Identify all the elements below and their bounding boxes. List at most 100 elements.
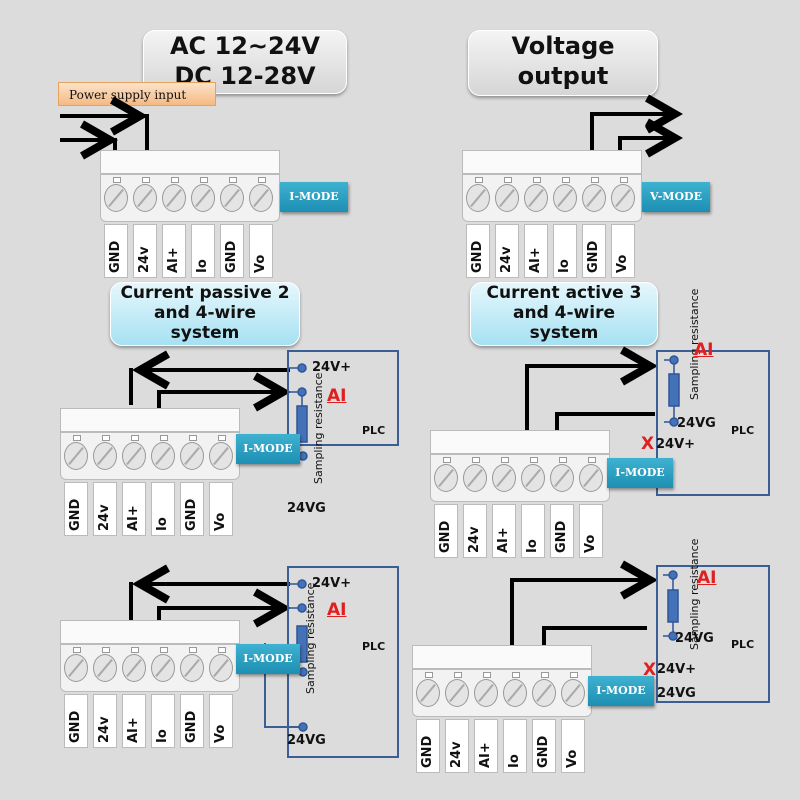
screw-terminal-icon — [64, 442, 88, 470]
screw-terminal-icon — [191, 184, 215, 212]
indicator-led — [570, 672, 578, 678]
indicator-led — [504, 177, 512, 183]
screw-terminal-icon — [503, 679, 527, 707]
caption-line: system — [170, 323, 240, 343]
screw-terminal-icon — [445, 679, 469, 707]
pin-label: GND — [224, 240, 239, 273]
indicator-led — [620, 177, 628, 183]
i-mode-badge: I-MODE — [236, 644, 300, 674]
v-plus-label: 24V+ — [312, 576, 352, 591]
x-mark-icon: X — [641, 434, 655, 454]
pin-4: GND — [550, 504, 574, 558]
screw-terminal-icon — [122, 654, 146, 682]
pin-0: GND — [434, 504, 458, 558]
plc-label: PLC — [362, 640, 386, 653]
pin-label: GND — [554, 520, 569, 553]
pin-4: GND — [582, 224, 606, 278]
screw-terminal-icon — [553, 184, 577, 212]
pin-label: 24v — [97, 716, 112, 743]
screw-terminal-icon — [524, 184, 548, 212]
indicator-led — [142, 177, 150, 183]
active1-wire-1 — [525, 366, 650, 430]
vout-wire-1 — [590, 114, 675, 152]
indicator-led — [73, 435, 81, 441]
caption-line: and 4-wire — [513, 303, 615, 323]
indicator-led — [530, 457, 538, 463]
pin-label: GND — [184, 498, 199, 531]
indicator-led — [588, 457, 596, 463]
indicator-led — [454, 672, 462, 678]
sampling-resistance-label: Sampling resistance — [312, 372, 325, 484]
screw-terminal-icon — [463, 464, 487, 492]
pin-label: Vo — [565, 749, 580, 768]
pin-label: GND — [536, 735, 551, 768]
caption-line: system — [529, 323, 599, 343]
i-mode-badge: I-MODE — [588, 676, 654, 706]
screw-terminal-icon — [220, 184, 244, 212]
pin-0: GND — [104, 224, 128, 278]
pin-label: Vo — [615, 254, 630, 273]
indicator-led — [189, 647, 197, 653]
x-mark-icon: X — [643, 660, 657, 680]
indicator-led — [501, 457, 509, 463]
pin-label: Vo — [213, 724, 228, 743]
indicator-led — [425, 672, 433, 678]
active2-wire-2 — [542, 626, 647, 645]
screw-terminal-icon — [180, 654, 204, 682]
v-ground-label: 24VG — [677, 416, 716, 431]
pin-4: GND — [180, 694, 204, 748]
pin-label: GND — [438, 520, 453, 553]
screw-terminal-icon — [466, 184, 490, 212]
pin-2: AI+ — [162, 224, 186, 278]
screw-terminal-icon — [532, 679, 556, 707]
pin-label: Vo — [583, 534, 598, 553]
terminal-cover — [430, 430, 610, 454]
v-ground-label: 24VG — [287, 733, 326, 748]
pin-4: GND — [532, 719, 556, 773]
caption-current-passive: Current passive 2 and 4-wire system — [110, 282, 300, 346]
pin-label: Io — [525, 539, 540, 553]
sampling-resistance-label: Sampling resistance — [304, 582, 317, 694]
output-label: output — [517, 62, 609, 90]
pin-3: Io — [151, 694, 175, 748]
screw-terminal-icon — [209, 654, 233, 682]
screw-terminal-icon — [416, 679, 440, 707]
indicator-led — [229, 177, 237, 183]
vout-wire-2 — [618, 138, 675, 152]
ai-label: AI — [697, 568, 717, 588]
plc-box-active-2 — [656, 565, 770, 703]
screw-terminal-icon — [561, 679, 585, 707]
pin-3: Io — [151, 482, 175, 536]
caption-line: and 4-wire — [154, 303, 256, 323]
pin-label: AI+ — [528, 247, 543, 273]
pin-label: GND — [108, 240, 123, 273]
pin-1: 24v — [463, 504, 487, 558]
ac-range-label: AC 12~24V — [169, 32, 321, 60]
screw-terminal-icon — [474, 679, 498, 707]
v-plus-label: 24V+ — [312, 360, 352, 375]
screw-terminal-icon — [64, 654, 88, 682]
ai-label: AI — [327, 600, 347, 620]
active2-wire-1 — [510, 580, 650, 645]
pin-2: AI+ — [122, 482, 146, 536]
active1-wire-2 — [555, 412, 655, 430]
plc-label: PLC — [731, 638, 755, 651]
passive1-resistor — [296, 405, 308, 443]
plc-label: PLC — [362, 424, 386, 437]
pin-label: GND — [470, 240, 485, 273]
plc-label: PLC — [731, 424, 755, 437]
voltage-label: Voltage — [511, 32, 615, 60]
passive2-wire-2 — [157, 608, 283, 620]
v-ground-label: 24VG — [675, 631, 714, 646]
screw-terminal-icon — [582, 184, 606, 212]
terminal-cover — [60, 620, 240, 644]
pin-label: Io — [195, 259, 210, 273]
pin-label: Io — [507, 754, 522, 768]
power-wire-1 — [60, 114, 149, 152]
pin-0: GND — [64, 694, 88, 748]
indicator-led — [562, 177, 570, 183]
i-mode-badge: I-MODE — [607, 458, 673, 488]
